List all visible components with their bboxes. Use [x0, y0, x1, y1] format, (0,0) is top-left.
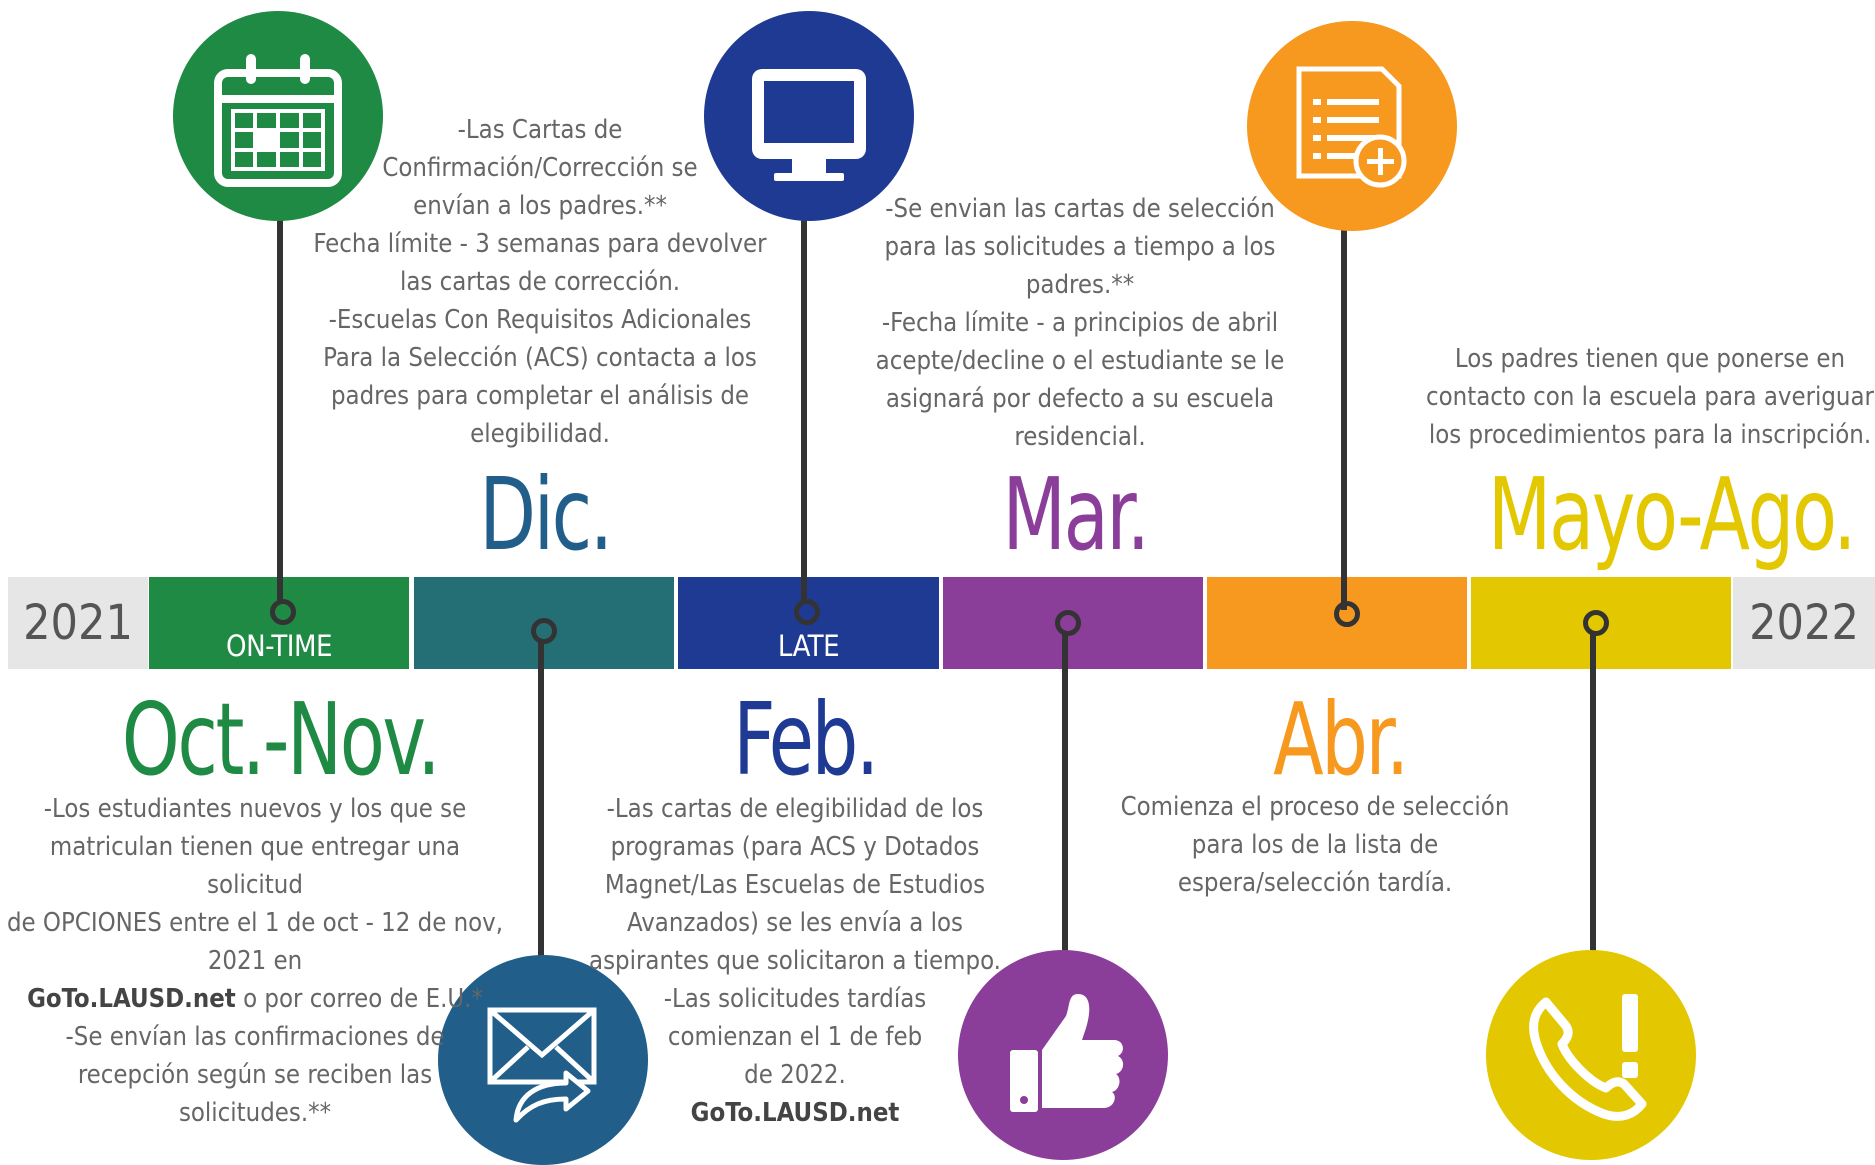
description-line: Comienza el proceso de selección: [1120, 792, 1510, 822]
description-line: comienzan el 1 de feb: [667, 1022, 923, 1052]
phone-alert-icon: [1486, 950, 1696, 1160]
timeline-segment-feb: LATE: [678, 577, 939, 669]
description-line: -Se envian las cartas de selección: [885, 194, 1275, 224]
month-title-oct-nov: Oct.-Nov.: [121, 681, 441, 798]
description-line: para las solicitudes a tiempo a los: [884, 232, 1276, 262]
description-line: aspirantes que solicitaron a tiempo.: [589, 946, 1001, 976]
connector-dot-oct-nov: [270, 599, 296, 625]
description-line: contacto con la escuela para averiguar: [1426, 382, 1874, 412]
connector-dot-dic: [531, 618, 557, 644]
description-line: padres.**: [1025, 270, 1135, 300]
calendar-icon: [173, 11, 383, 221]
on-time-label: ON-TIME: [226, 629, 332, 663]
description-feb: -Las cartas de elegibilidad de los progr…: [560, 790, 1030, 1132]
description-line: Para la Selección (ACS) contacta a los: [323, 343, 757, 373]
description-line: -Las solicitudes tardías: [663, 984, 927, 1014]
document-add-icon: [1247, 21, 1457, 231]
description-line: Magnet/Las Escuelas de Estudios: [604, 870, 986, 900]
description-line: residencial.: [1014, 422, 1146, 452]
start-year-label: 2021: [8, 577, 148, 669]
description-line: -Escuelas Con Requisitos Adicionales: [328, 305, 752, 335]
description-line-with-link: GoTo.LAUSD.net o por correo de E.U.*: [5, 980, 505, 1018]
goto-lausd-link[interactable]: GoTo.LAUSD.net: [27, 984, 236, 1014]
description-line: para los de la lista de: [1191, 830, 1439, 860]
month-title-abr: Abr.: [1273, 681, 1409, 798]
description-line: Confirmación/Corrección se: [382, 153, 698, 183]
description-line: -Las cartas de elegibilidad de los: [606, 794, 984, 824]
connector-line-feb: [801, 210, 807, 600]
description-line: Los padres tienen que ponerse en: [1454, 344, 1846, 374]
description-line: padres para completar el análisis de: [330, 381, 750, 411]
description-line: de 2022.: [744, 1060, 846, 1090]
description-line: 2021 en: [207, 946, 303, 976]
connector-line-dic: [538, 640, 544, 980]
description-mar: -Se envian las cartas de selección para …: [850, 190, 1310, 456]
connector-dot-feb: [794, 599, 820, 625]
description-line: matriculan tienen que entregar una solic…: [49, 832, 461, 900]
description-line: recepción según se reciben las: [77, 1060, 433, 1090]
description-line: -Fecha límite - a principios de abril: [881, 308, 1279, 338]
description-abr: Comienza el proceso de selección para lo…: [1100, 788, 1530, 902]
description-line: espera/selección tardía.: [1177, 868, 1453, 898]
description-mayo-ago: Los padres tienen que ponerse en contact…: [1425, 340, 1875, 454]
thumbs-up-icon: [958, 950, 1168, 1160]
connector-dot-abr: [1334, 601, 1360, 627]
envelope-forward-icon: [438, 955, 648, 1165]
connector-line-abr: [1341, 220, 1347, 610]
description-line: solicitudes.**: [178, 1098, 332, 1128]
description-line: acepte/decline o el estudiante se le: [875, 346, 1285, 376]
description-line: -Los estudiantes nuevos y los que se: [43, 794, 467, 824]
late-label: LATE: [777, 629, 840, 663]
description-line: Avanzados) se les envía a los: [627, 908, 963, 938]
description-line-suffix: o por correo de E.U.*: [235, 984, 483, 1014]
month-title-feb: Feb.: [733, 681, 879, 798]
connector-dot-mar: [1055, 610, 1081, 636]
month-title-mar: Mar.: [1002, 456, 1150, 573]
description-line: envían a los padres.**: [413, 191, 667, 221]
description-line: de OPCIONES entre el 1 de oct - 12 de no…: [6, 908, 504, 938]
computer-monitor-icon: [704, 11, 914, 221]
description-line: elegibilidad.: [470, 419, 610, 449]
connector-dot-mayo-ago: [1583, 610, 1609, 636]
description-line: Fecha límite - 3 semanas para devolver: [313, 229, 767, 259]
description-line: -Se envían las confirmaciones de: [65, 1022, 445, 1052]
goto-lausd-link[interactable]: GoTo.LAUSD.net: [690, 1098, 900, 1128]
connector-line-oct-nov: [277, 210, 283, 600]
description-line: los procedimientos para la inscripción.: [1428, 420, 1872, 450]
description-line: -Las Cartas de: [457, 115, 623, 145]
description-line-with-link: GoTo.LAUSD.net: [560, 1094, 1030, 1132]
description-line: programas (para ACS y Dotados: [610, 832, 980, 862]
description-dic: -Las Cartas de Confirmación/Corrección s…: [290, 111, 790, 453]
description-line: asignará por defecto a su escuela: [885, 384, 1275, 414]
connector-line-mayo-ago: [1590, 632, 1596, 952]
description-oct-nov: -Los estudiantes nuevos y los que se mat…: [5, 790, 505, 1132]
connector-line-mar: [1062, 632, 1068, 952]
end-year-label: 2022: [1733, 577, 1875, 669]
description-line: las cartas de corrección.: [399, 267, 681, 297]
month-title-mayo-ago: Mayo-Ago.: [1487, 456, 1857, 573]
month-title-dic: Dic.: [479, 456, 613, 573]
